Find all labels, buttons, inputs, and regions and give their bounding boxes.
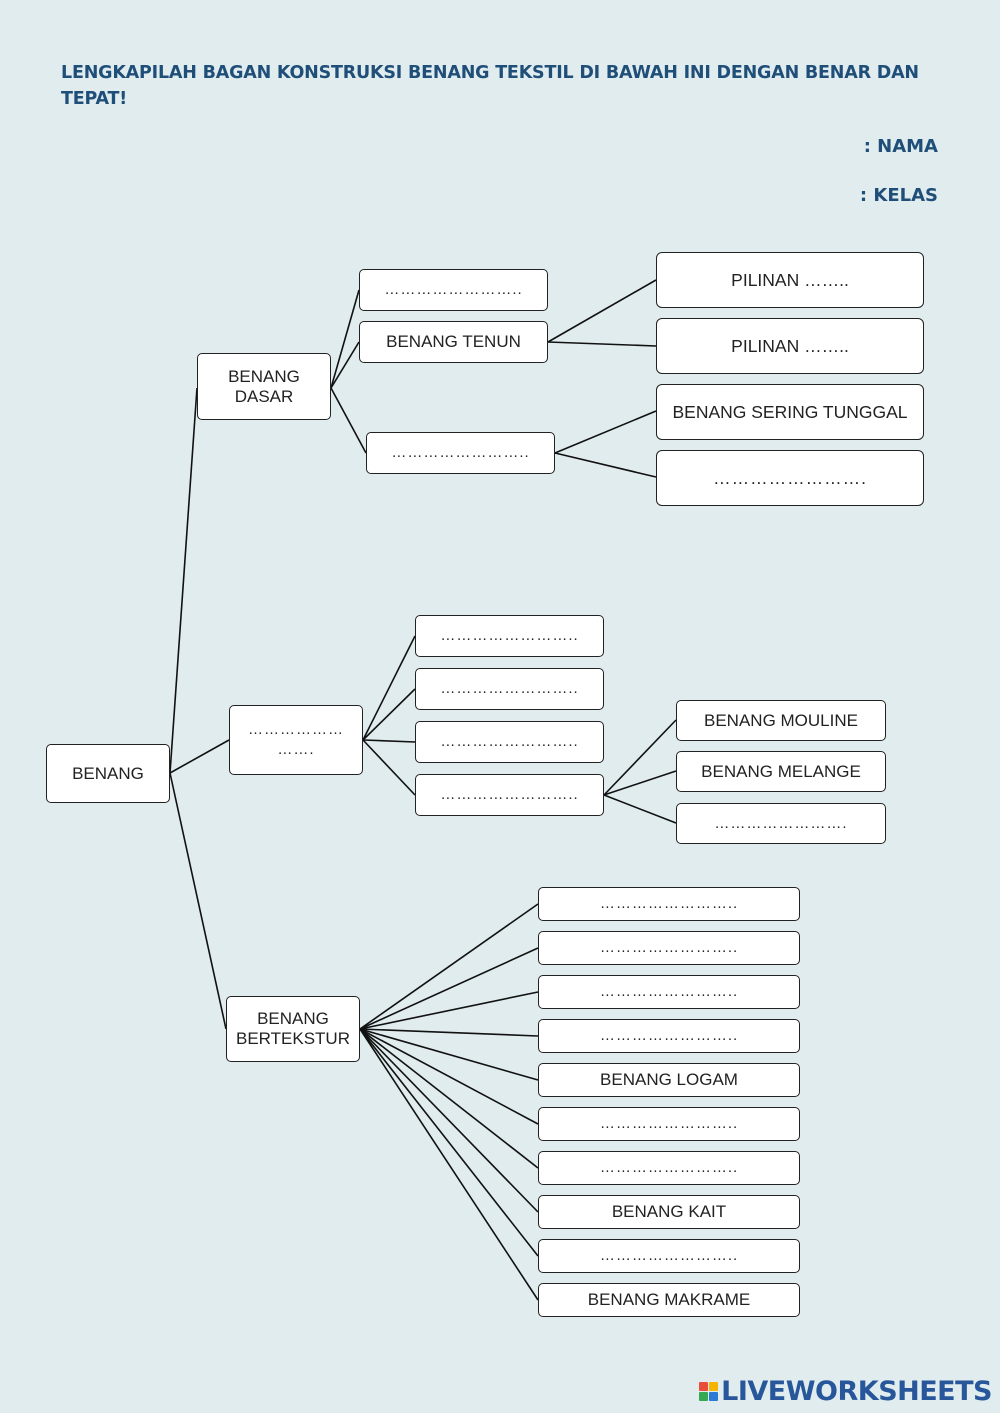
blank-field[interactable]: …………………….. — [359, 269, 548, 311]
logo-text: LIVEWORKSHEETS — [721, 1376, 992, 1407]
node-benang-tenun: BENANG TENUN — [359, 321, 548, 363]
blank-field[interactable]: …………………….. — [415, 721, 604, 763]
node-benang-mouline: BENANG MOULINE — [676, 700, 886, 741]
node-pilinan: PILINAN …….. — [656, 318, 924, 374]
liveworksheets-logo[interactable]: LIVEWORKSHEETS — [699, 1376, 992, 1407]
blank-field[interactable]: …………………….. — [538, 975, 800, 1009]
blank-field[interactable]: …………………….. — [415, 615, 604, 657]
blank-field[interactable]: …………………….. — [415, 668, 604, 710]
blank-field[interactable]: ……………………. — [676, 803, 886, 844]
blank-node-middle[interactable]: ……………… ……. — [229, 705, 363, 775]
worksheet-title: LENGKAPILAH BAGAN KONSTRUKSI BENANG TEKS… — [61, 63, 919, 109]
blank-field[interactable]: …………………….. — [538, 931, 800, 965]
blank-field[interactable]: …………………….. — [538, 1151, 800, 1185]
blank-field[interactable]: …………………….. — [538, 887, 800, 921]
blank-field[interactable]: …………………….. — [366, 432, 555, 474]
logo-square — [699, 1392, 709, 1401]
blank-field[interactable]: …………………….. — [415, 774, 604, 816]
node-benang-bertekstur: BENANG BERTEKSTUR — [226, 996, 360, 1062]
class-label: : KELAS — [859, 185, 938, 206]
node-benang-melange: BENANG MELANGE — [676, 751, 886, 792]
blank-field[interactable]: …………………….. — [538, 1019, 800, 1053]
logo-square — [709, 1382, 719, 1391]
blank-field[interactable]: …………………….. — [538, 1239, 800, 1273]
node-pilinan: PILINAN …….. — [656, 252, 924, 308]
logo-square — [699, 1382, 709, 1391]
blank-field[interactable]: …………………….. — [538, 1107, 800, 1141]
logo-square — [709, 1392, 719, 1401]
logo-mark-icon — [699, 1382, 719, 1401]
name-label: : NAMA — [863, 136, 938, 157]
root-node: BENANG — [46, 744, 170, 803]
node-benang-sering-tunggal: BENANG SERING TUNGGAL — [656, 384, 924, 440]
node-benang-makrame: BENANG MAKRAME — [538, 1283, 800, 1317]
blank-field[interactable]: ……………………. — [656, 450, 924, 506]
node-benang-kait: BENANG KAIT — [538, 1195, 800, 1229]
node-benang-logam: BENANG LOGAM — [538, 1063, 800, 1097]
node-benang-dasar: BENANG DASAR — [197, 353, 331, 420]
